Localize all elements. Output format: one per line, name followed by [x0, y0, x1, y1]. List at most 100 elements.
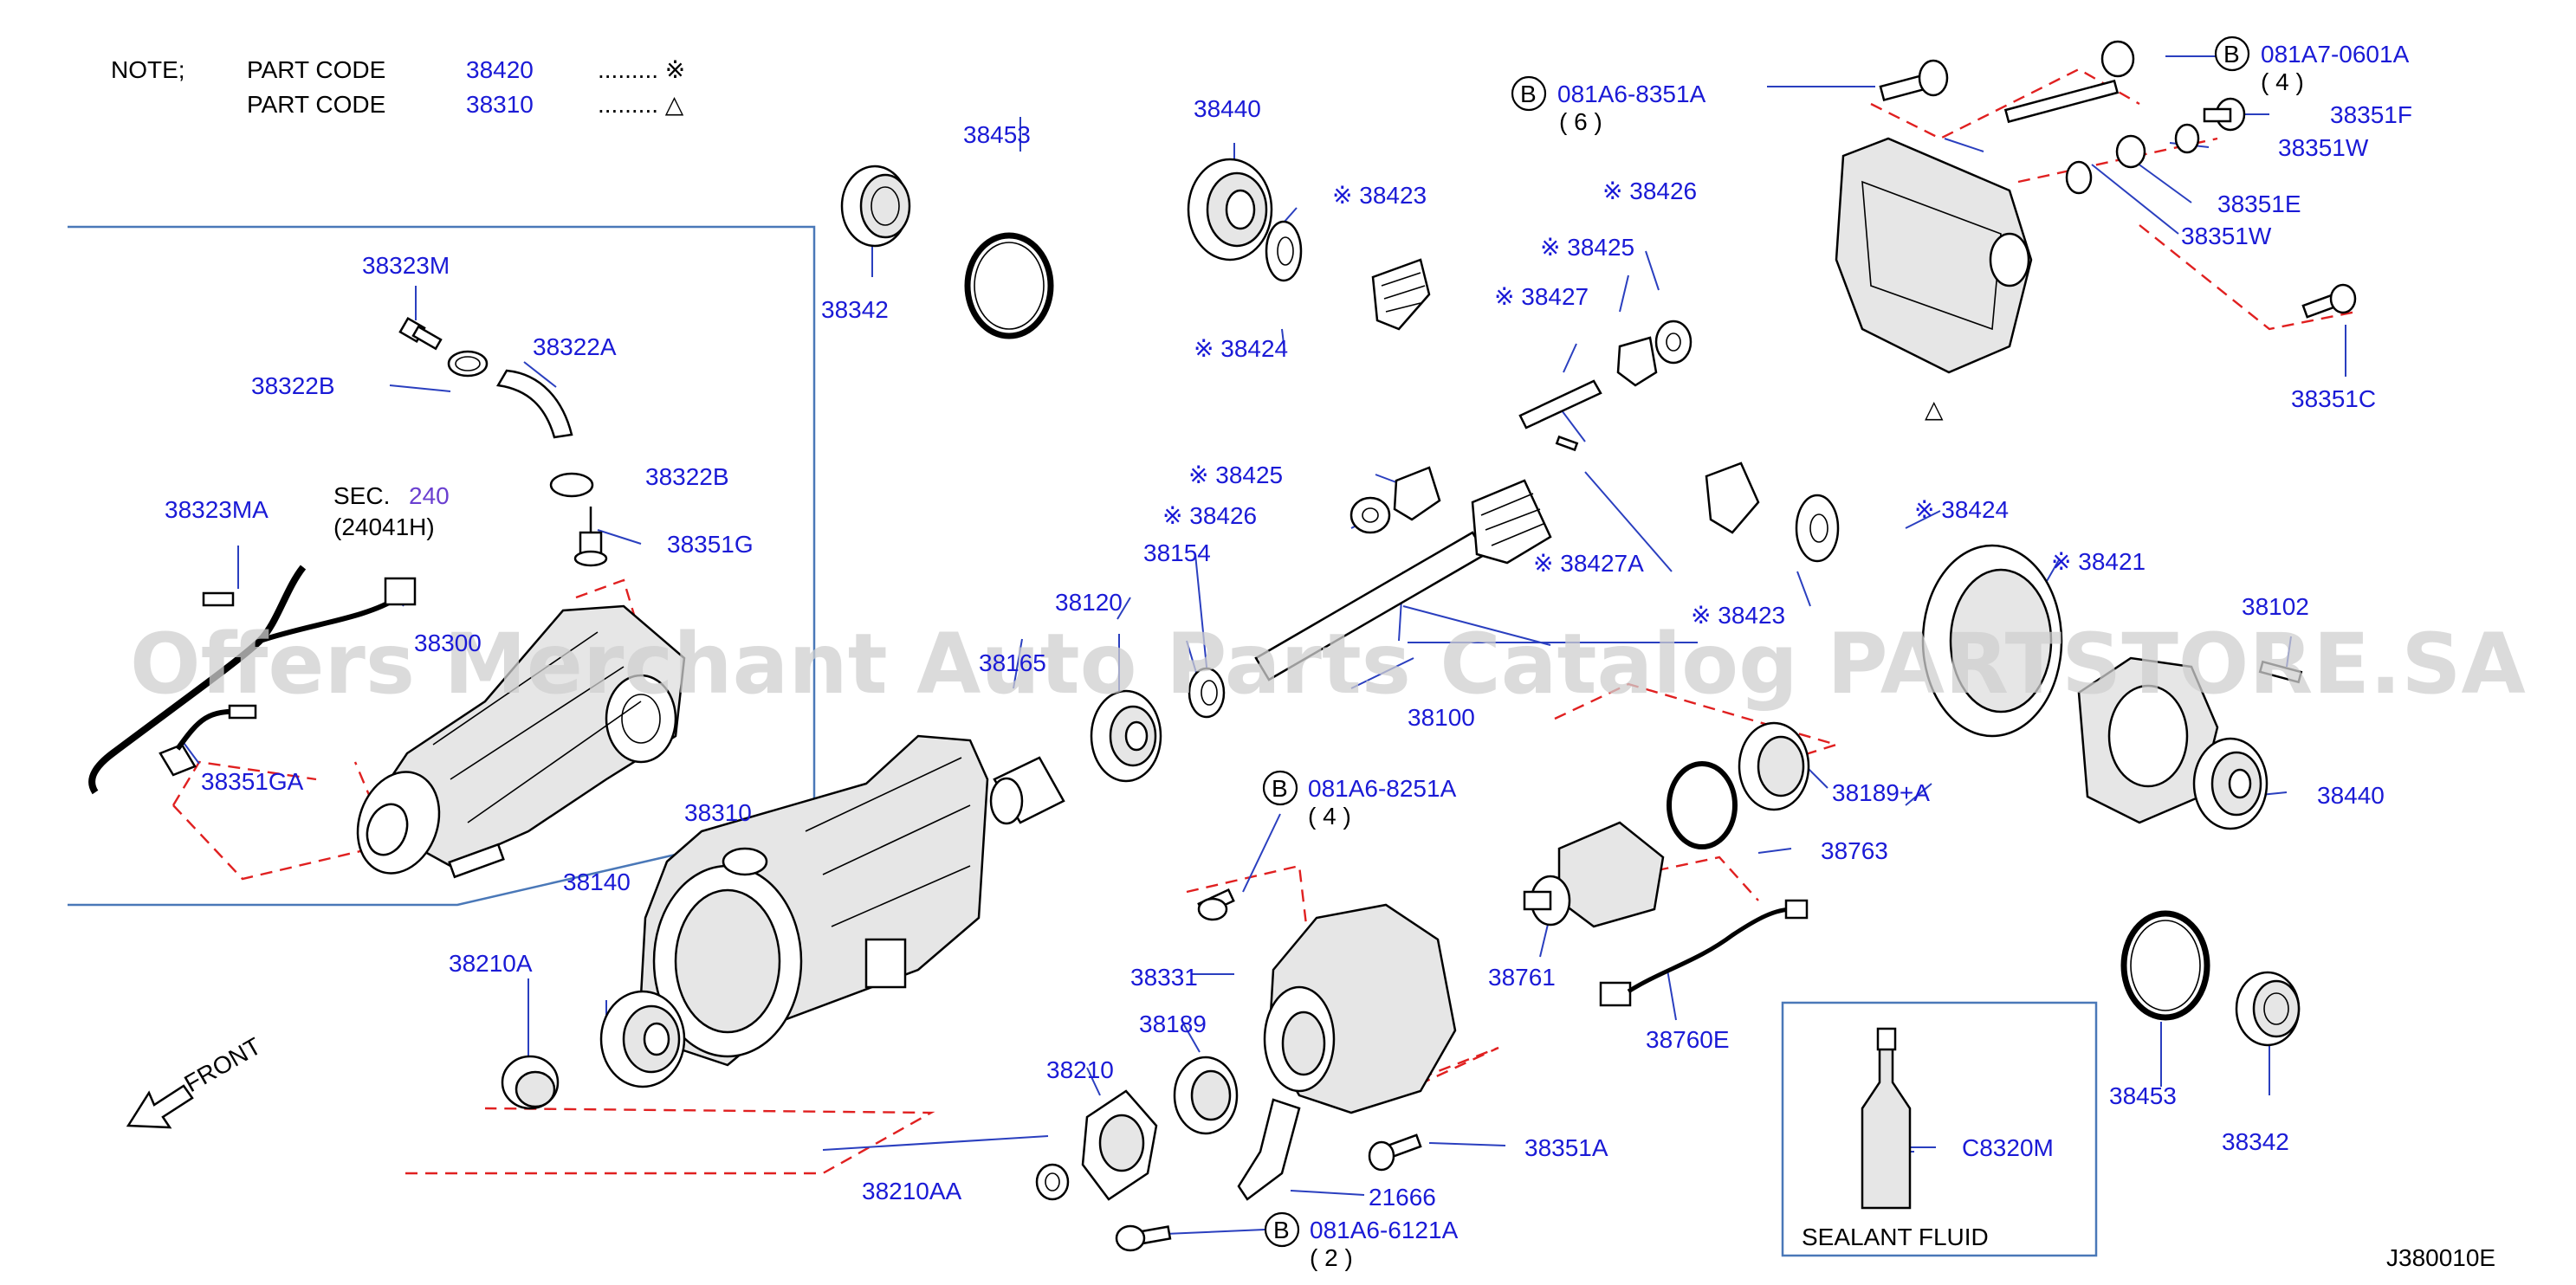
clamp-38322B-upper[interactable]: [447, 350, 489, 378]
part-label-38310[interactable]: 38310: [684, 799, 752, 826]
wire-harness-38323MA[interactable]: [88, 565, 417, 795]
part-label-38189[interactable]: 38189: [1139, 1011, 1207, 1037]
callout-code[interactable]: 081A6-6121A: [1310, 1217, 1459, 1243]
rear-cover-38331[interactable]: [1263, 903, 1457, 1114]
part-label-38423-right[interactable]: ※ 38423: [1691, 602, 1785, 629]
sec-reference[interactable]: SEC. 240 (24041H): [333, 482, 450, 540]
plug-38351F[interactable]: [2203, 97, 2246, 132]
gear-carrier-38310[interactable]: [639, 734, 989, 1067]
side-gear-38425-top[interactable]: [1616, 336, 1658, 387]
part-label-38424-top[interactable]: ※ 38424: [1194, 335, 1288, 362]
nut-38210AA[interactable]: [1035, 1163, 1070, 1201]
bolt-38102[interactable]: [2258, 660, 2303, 684]
part-label-38210[interactable]: 38210: [1046, 1056, 1114, 1083]
part-label-38323MA[interactable]: 38323MA: [165, 496, 269, 523]
part-label-38165[interactable]: 38165: [979, 649, 1046, 676]
part-label-38424-right[interactable]: ※ 38424: [1914, 496, 2009, 523]
part-label-38426-top[interactable]: ※ 38426: [1602, 178, 1697, 204]
part-label-38453-top[interactable]: 38453: [963, 121, 1031, 148]
part-label-38763[interactable]: 38763: [1821, 837, 1888, 864]
side-gear-38423-right[interactable]: [1705, 462, 1760, 534]
callout-081A6-8251A[interactable]: B 081A6-8251A ( 4 ): [1262, 770, 1457, 830]
part-label-38425-top[interactable]: ※ 38425: [1540, 234, 1634, 261]
washer-38424-right[interactable]: [1795, 494, 1840, 563]
actuator-38761[interactable]: [1523, 821, 1665, 928]
bolt-081A7-0601A[interactable]: [2003, 40, 2135, 124]
side-gear-38425-mid[interactable]: [1393, 466, 1441, 521]
callout-081A7-0601A[interactable]: B 081A7-0601A ( 4 ): [2214, 36, 2410, 95]
o-ring-38453-right[interactable]: [2120, 910, 2210, 1021]
bearing-38189[interactable]: [1173, 1056, 1239, 1135]
part-label-38342-right[interactable]: 38342: [2222, 1128, 2289, 1155]
callout-code[interactable]: 081A6-8251A: [1308, 775, 1457, 802]
hose-38322A[interactable]: [495, 369, 573, 439]
breather-38351G[interactable]: [573, 507, 608, 567]
part-label-38351W-mid[interactable]: 38351W: [2181, 223, 2272, 249]
note-line-2-code[interactable]: 38310: [466, 91, 534, 118]
bracket-21666[interactable]: [1237, 1098, 1301, 1201]
part-label-38351C[interactable]: 38351C: [2291, 385, 2376, 412]
flange-38210A[interactable]: [501, 1055, 560, 1110]
part-label-38427[interactable]: ※ 38427: [1494, 283, 1589, 310]
part-label-38154[interactable]: 38154: [1143, 539, 1211, 566]
part-label-38323M[interactable]: 38323M: [362, 252, 450, 279]
callout-code[interactable]: 081A6-8351A: [1557, 81, 1706, 107]
rear-cover-38420[interactable]: [1835, 137, 2033, 374]
ring-gear-38421[interactable]: [1921, 544, 2063, 738]
part-label-38351A[interactable]: 38351A: [1524, 1134, 1608, 1161]
washer-38351W-mid[interactable]: [2065, 160, 2093, 195]
oil-seal-38342-right[interactable]: [2235, 971, 2301, 1047]
part-label-38102[interactable]: 38102: [2242, 593, 2309, 620]
bolt-081A6-8351A[interactable]: [1879, 59, 1949, 102]
pinion-shaft-38427[interactable]: [1518, 379, 1602, 429]
part-label-38761[interactable]: 38761: [1488, 964, 1556, 991]
part-label-38351F[interactable]: 38351F: [2330, 101, 2412, 128]
flange-38210[interactable]: [1081, 1089, 1158, 1201]
part-label-C8320M[interactable]: C8320M: [1962, 1134, 2054, 1161]
part-label-38140[interactable]: 38140: [563, 869, 631, 895]
pin-38427A[interactable]: [1555, 435, 1579, 452]
bearing-38120[interactable]: [1090, 689, 1162, 783]
part-label-38210AA[interactable]: 38210AA: [862, 1178, 962, 1204]
part-label-38100[interactable]: 38100: [1408, 704, 1475, 731]
callout-081A6-8351A[interactable]: B 081A6-8351A ( 6 ): [1511, 75, 1706, 135]
sealant-tube-C8320M[interactable]: [1861, 1027, 1912, 1210]
sensor-38351GA[interactable]: [159, 704, 257, 777]
callout-code[interactable]: 081A7-0601A: [2261, 41, 2410, 68]
part-label-38351G[interactable]: 38351G: [667, 531, 754, 558]
bolt-38351A[interactable]: [1368, 1133, 1422, 1172]
o-ring-38763[interactable]: [1667, 761, 1738, 849]
clamp-38322B-lower[interactable]: [549, 472, 594, 498]
bearing-38440-top[interactable]: [1187, 158, 1273, 262]
bearing-38140[interactable]: [599, 990, 686, 1088]
diff-case[interactable]: [2077, 656, 2219, 824]
part-label-38120[interactable]: 38120: [1055, 589, 1123, 616]
part-label-38322B-upper[interactable]: 38322B: [251, 372, 335, 399]
pinion-gear-38423-top[interactable]: [1371, 258, 1431, 331]
part-label-38453-right[interactable]: 38453: [2109, 1082, 2177, 1109]
part-label-38440-right[interactable]: 38440: [2317, 782, 2385, 809]
drive-pinion-38100[interactable]: [1254, 479, 1552, 681]
washer-38426-top[interactable]: [1654, 320, 1693, 365]
part-label-38423-top[interactable]: ※ 38423: [1332, 182, 1427, 209]
o-ring-38453-top[interactable]: [964, 232, 1054, 339]
bolt-081A6-8251A[interactable]: [1197, 888, 1235, 921]
bolt-081A6-6121A[interactable]: [1115, 1224, 1172, 1252]
part-label-38322A[interactable]: 38322A: [533, 333, 617, 360]
bolt-38323M[interactable]: [398, 316, 443, 351]
part-label-38322B-lower[interactable]: 38322B: [645, 463, 729, 490]
plug-38351E[interactable]: [2115, 134, 2146, 169]
part-label-38351E[interactable]: 38351E: [2217, 190, 2301, 217]
collapsible-spacer-38165[interactable]: [989, 756, 1065, 825]
sec-number[interactable]: 240: [409, 482, 450, 509]
part-label-38351GA[interactable]: 38351GA: [201, 768, 304, 795]
bearing-38440-right[interactable]: [2192, 737, 2269, 830]
part-label-38331[interactable]: 38331: [1130, 964, 1198, 991]
part-label-38427A[interactable]: ※ 38427A: [1533, 550, 1644, 577]
spacer-38154[interactable]: [1188, 667, 1226, 719]
part-label-38426-mid[interactable]: ※ 38426: [1162, 502, 1257, 529]
part-label-38342-left[interactable]: 38342: [821, 296, 889, 323]
part-label-21666[interactable]: 21666: [1369, 1184, 1436, 1211]
part-label-38189A[interactable]: 38189+A: [1832, 779, 1930, 806]
washer-38426-mid[interactable]: [1349, 496, 1391, 534]
